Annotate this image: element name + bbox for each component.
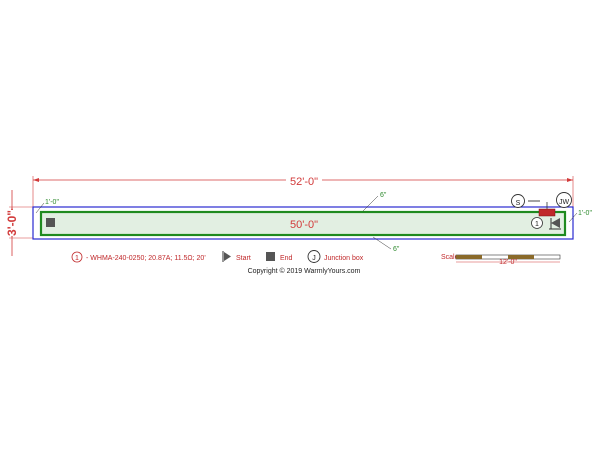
mat-length-label: 50'-0" (290, 219, 318, 231)
copyright-text: Copyright © 2019 WarmlyYours.com (248, 267, 361, 275)
heating-mat (39, 210, 567, 237)
legend-junction-symbol: J (312, 255, 316, 262)
offset-top: 6" (362, 192, 387, 212)
legend-mat-number: 1 (75, 255, 79, 262)
start-marker-icon (549, 218, 561, 230)
offset-left-label: 1'-0" (45, 199, 59, 206)
legend-end-label: End (280, 255, 293, 262)
legend-mat-spec: - WHMA-240-0250; 20.87A; 11.5Ω; 20' (86, 255, 206, 262)
legend-end-icon (266, 252, 275, 261)
overall-length-dimension: 52'-0" (32, 174, 574, 208)
legend-mat-number-icon (71, 251, 83, 263)
legend-junction-label: Junction box (324, 255, 364, 262)
end-marker-icon (46, 218, 55, 227)
sensor-label: S (516, 200, 521, 207)
junction-box-icon (538, 208, 556, 217)
arrow-right-icon (567, 178, 573, 182)
offset-bottom: 6" (372, 236, 400, 253)
legend-start-icon (222, 251, 231, 262)
mat-number-circle (531, 217, 543, 229)
junction-wall-icon (556, 192, 572, 208)
scale-value: 12'-0" (499, 259, 517, 266)
offset-bottom-label: 6" (393, 246, 400, 253)
scale-bar: Scale 12'-0" (441, 254, 561, 266)
offset-top-label: 6" (380, 192, 387, 199)
offset-left: 1'-0" (35, 199, 59, 214)
junction-wall-label: JW (559, 199, 570, 206)
overall-width-label: 3'-0" (5, 210, 19, 236)
legend-start-label: Start (236, 255, 251, 262)
sensor-icon (511, 194, 525, 208)
arrow-left-icon (33, 178, 39, 182)
offset-right: 1'-0" (568, 210, 592, 223)
mat-number-label: 1 (535, 221, 539, 228)
legend: 1 - WHMA-240-0250; 20.87A; 11.5Ω; 20' St… (71, 250, 364, 263)
offset-right-label: 1'-0" (578, 210, 592, 217)
legend-junction-icon (307, 250, 321, 263)
overall-width-dimension: 3'-0" (5, 190, 33, 256)
scale-label: Scale (441, 254, 459, 261)
overall-length-label: 52'-0" (290, 176, 318, 188)
